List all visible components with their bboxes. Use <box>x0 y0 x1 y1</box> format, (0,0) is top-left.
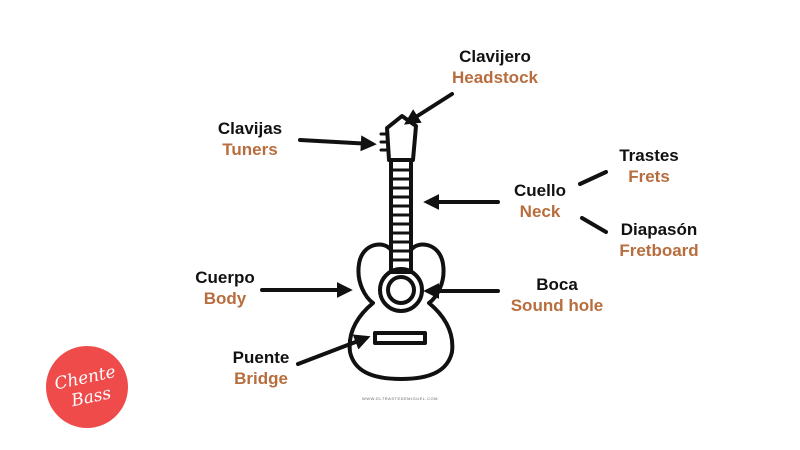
label-headstock-en: Headstock <box>452 68 538 88</box>
arrow-headstock <box>403 92 454 125</box>
arrow-tuners <box>298 135 377 152</box>
guitar-sound-hole <box>386 275 416 305</box>
label-bridge: Puente Bridge <box>216 347 306 390</box>
brand-logo-text: Chente Bass <box>53 362 118 412</box>
label-neck-en: Neck <box>519 202 561 222</box>
label-body: Cuerpo Body <box>180 267 270 310</box>
label-body-en: Body <box>203 289 247 309</box>
brand-logo: Chente Bass <box>46 346 128 428</box>
guitar-sound-hole-ring <box>378 267 424 313</box>
label-tuners-en: Tuners <box>222 140 278 160</box>
guitar-neck <box>389 158 413 274</box>
label-fretboard: Diapasón Fretboard <box>604 219 714 262</box>
guitar-body <box>347 242 455 381</box>
label-frets: Trastes Frets <box>604 145 694 188</box>
label-headstock: Clavijero Headstock <box>440 46 550 89</box>
label-body-es: Cuerpo <box>195 268 255 287</box>
line-fretboard <box>580 216 608 234</box>
guitar-headstock <box>385 114 418 162</box>
label-neck-es: Cuello <box>514 181 566 200</box>
guitar-bridge <box>373 331 427 345</box>
label-bridge-es: Puente <box>232 348 290 367</box>
label-neck: Cuello Neck <box>500 180 580 223</box>
label-bridge-en: Bridge <box>234 369 288 389</box>
label-tuners-es: Clavijas <box>217 119 283 138</box>
label-sound-hole-en: Sound hole <box>510 296 604 316</box>
site-credit: WWW.ELTRASTEDEMIGUEL.COM <box>362 396 438 401</box>
label-fretboard-en: Fretboard <box>619 241 699 261</box>
line-frets <box>578 170 608 186</box>
label-frets-es: Trastes <box>619 146 679 165</box>
label-sound-hole: Boca Sound hole <box>500 274 614 317</box>
label-tuners: Clavijas Tuners <box>200 118 300 161</box>
label-headstock-es: Clavijero <box>459 47 531 66</box>
label-fretboard-es: Diapasón <box>620 220 698 239</box>
label-frets-en: Frets <box>628 167 670 187</box>
arrow-bridge <box>296 334 371 366</box>
label-sound-hole-es: Boca <box>536 275 578 294</box>
